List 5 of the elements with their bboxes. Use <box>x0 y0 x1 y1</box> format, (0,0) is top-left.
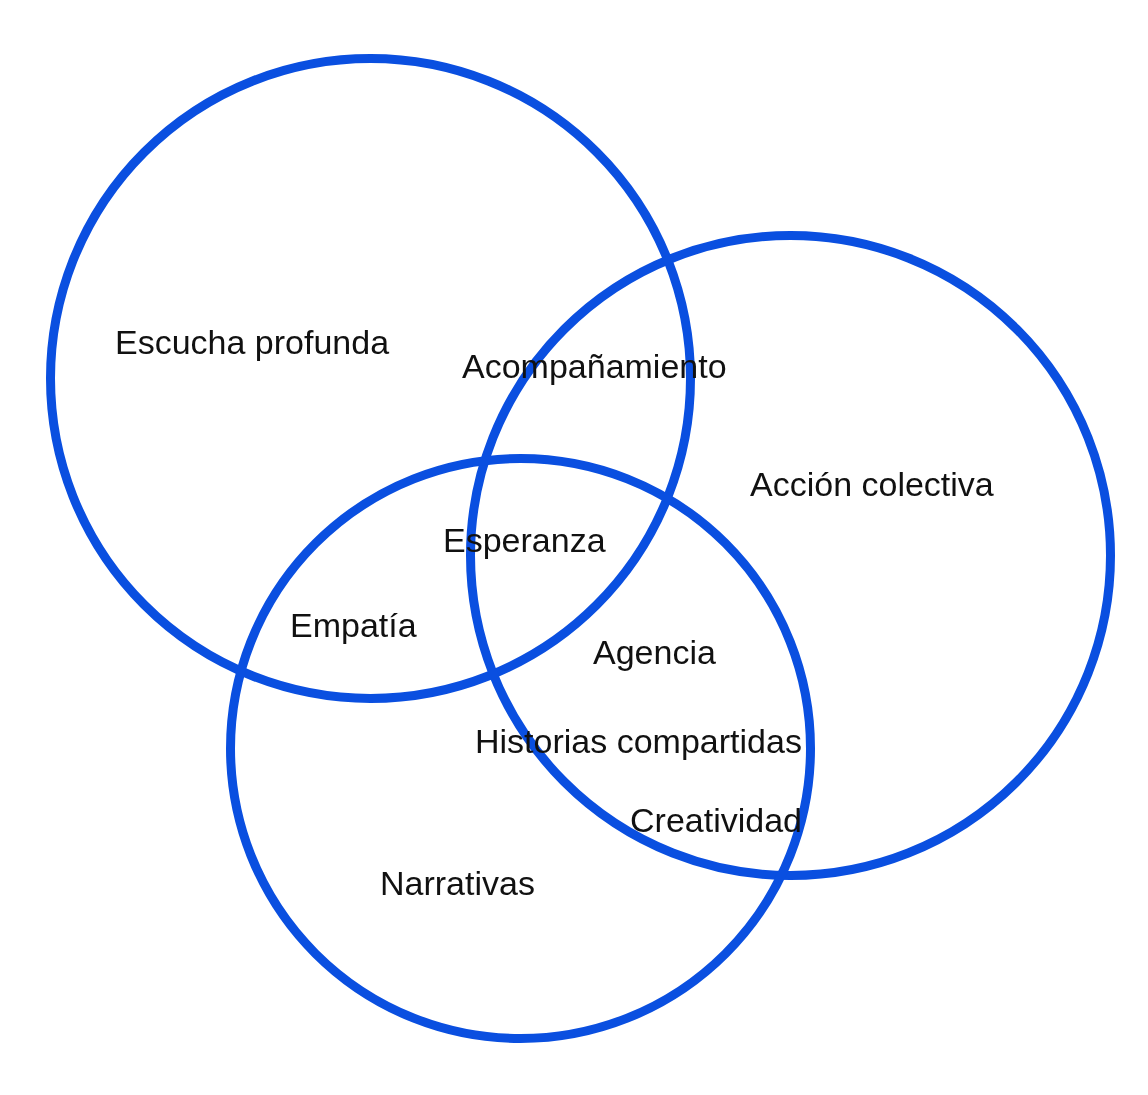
set-label: Narrativas <box>380 866 535 900</box>
overlap-label: Empatía <box>290 608 417 642</box>
overlap-label: Agencia <box>593 635 716 669</box>
set-label: Escucha profunda <box>115 325 390 359</box>
set-label: Acción colectiva <box>750 467 994 501</box>
